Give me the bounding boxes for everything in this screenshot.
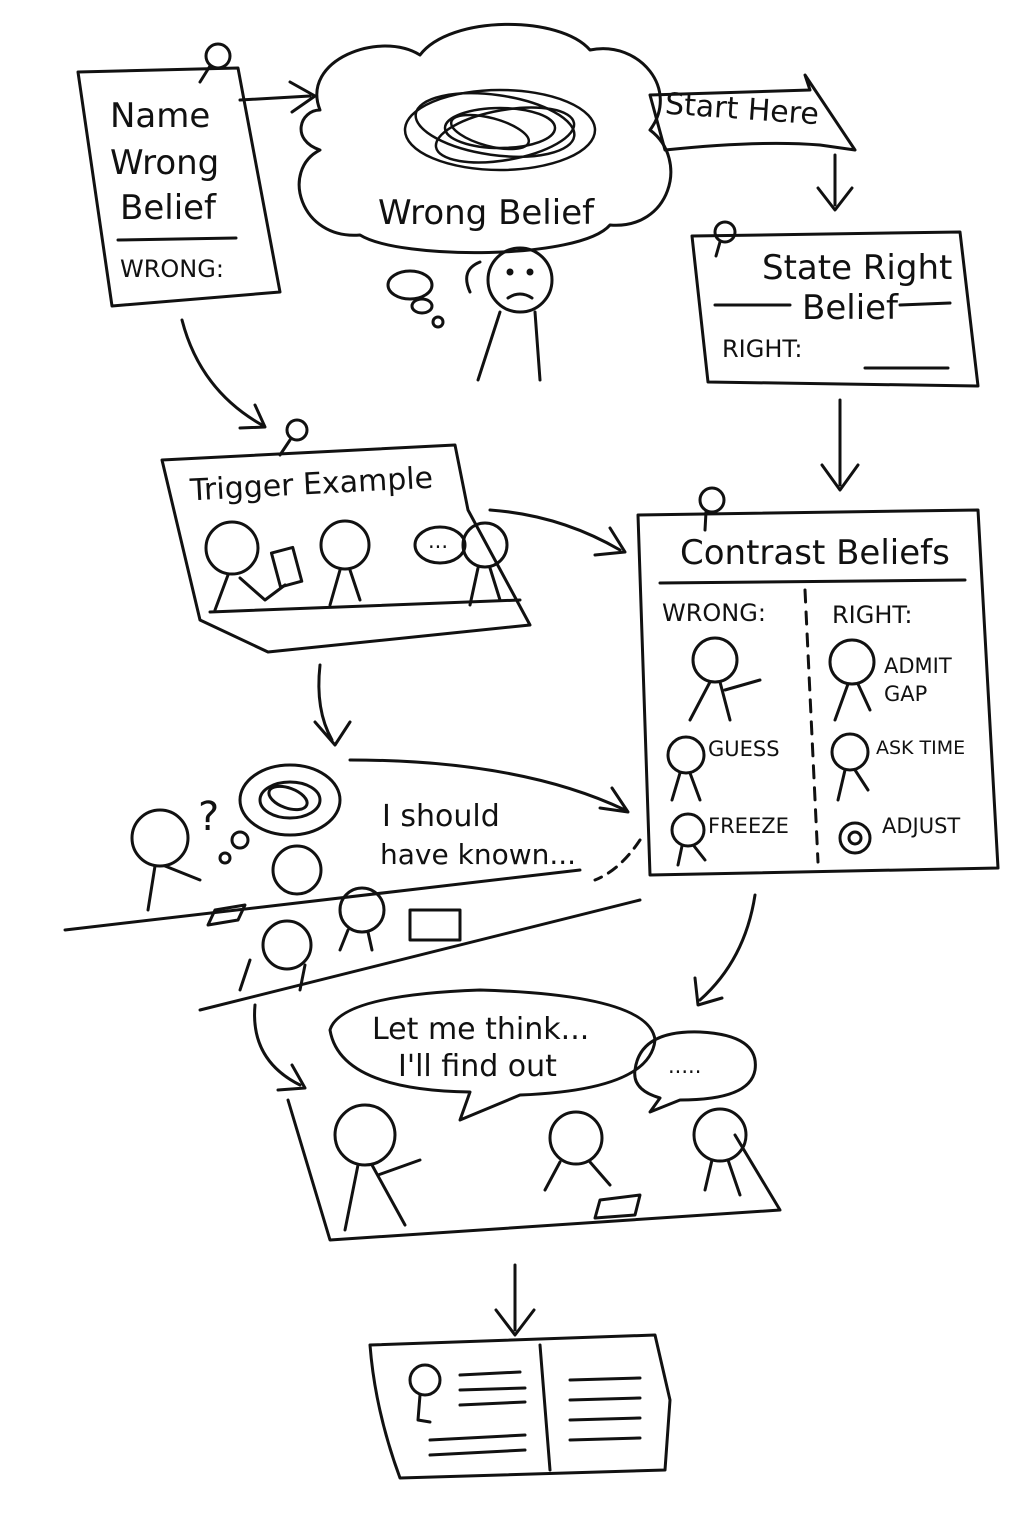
contrast-right-header: RIGHT: (832, 601, 913, 629)
wrong-item-guess: GUESS (708, 737, 780, 761)
trigger-bubble-text: ... (428, 529, 449, 553)
question-mark-icon: ? (198, 794, 219, 840)
arrow-down-right (820, 398, 860, 492)
name-wrong-belief-title-line1: Name (110, 96, 211, 136)
meeting-thought-line2: have known... (380, 838, 577, 871)
name-wrong-belief-title-line3: Belief (120, 188, 217, 228)
contrast-beliefs-title: Contrast Beliefs (680, 533, 950, 573)
final-notebook (368, 1333, 672, 1480)
state-right-belief-card (690, 230, 980, 388)
right-item-admit-gap: ADMIT GAP (884, 654, 952, 707)
thought-cloud-label: Wrong Belief (378, 193, 595, 233)
meeting-scene (63, 758, 642, 1012)
meeting-thought-line1: I should (382, 799, 500, 834)
start-here-arrow (648, 73, 857, 212)
resolution-speech-line1: Let me think... (372, 1012, 590, 1047)
arrow-to-final (494, 1263, 536, 1337)
pushpin-icon (198, 42, 232, 84)
name-wrong-belief-title-line2: Wrong (110, 143, 220, 183)
pushpin-icon (278, 418, 309, 457)
confused-person-icon (465, 246, 554, 382)
right-item-ask-time: ASK TIME (876, 737, 966, 759)
arrow-to-contrast (488, 508, 627, 557)
resolution-scene (286, 988, 782, 1242)
wrong-field-label: WRONG: (120, 255, 224, 283)
state-right-belief-title-line2: Belief (802, 288, 899, 328)
resolution-speech-line2: I'll find out (398, 1049, 557, 1084)
pushpin-icon (713, 220, 737, 258)
contrast-wrong-header: WRONG: (662, 599, 766, 627)
resolution-other-bubble: ..... (668, 1054, 702, 1078)
wrong-item-freeze: FREEZE (708, 814, 789, 838)
trigger-example-card (160, 443, 532, 654)
right-field-label: RIGHT: (722, 335, 803, 363)
arrow-to-cloud (238, 80, 317, 114)
contrast-beliefs-card (636, 508, 1000, 877)
arrow-to-meeting (313, 663, 352, 747)
arrow-to-trigger (180, 318, 267, 430)
state-right-belief-title-line1: State Right (762, 248, 953, 288)
arrow-to-resolution-left (253, 1003, 307, 1092)
pushpin-icon (698, 486, 726, 532)
right-item-adjust: ADJUST (882, 814, 961, 838)
arrow-to-resolution-right (693, 893, 757, 1007)
name-wrong-belief-card (76, 66, 282, 308)
thought-cloud (297, 22, 673, 329)
